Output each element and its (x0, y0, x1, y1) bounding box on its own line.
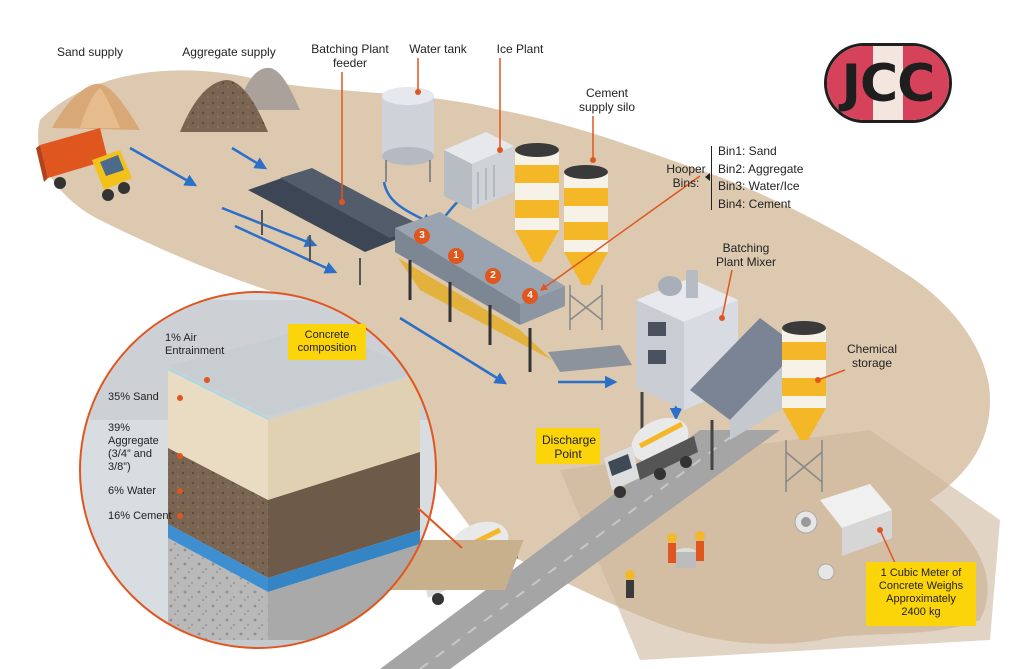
bin-item: Bin3: Water/Ice (718, 179, 800, 193)
label-aggregate-supply: Aggregate supply (182, 45, 276, 59)
hopper-bins-icon (395, 212, 565, 372)
composition-sand-label: 35% Sand (108, 391, 159, 403)
leader-dots (339, 89, 883, 533)
aggregate-pile-icon (180, 67, 300, 132)
chemical-silo-icon (782, 321, 826, 492)
layer-aggregate (168, 448, 268, 578)
label-sand-supply: Sand supply (56, 45, 124, 59)
ice-plant-icon (444, 132, 514, 210)
layer-sand (168, 370, 268, 500)
layer-cement (168, 538, 268, 648)
layer-water (168, 524, 268, 592)
composition-dots (177, 377, 210, 519)
composition-water-label: 6% Water (108, 485, 156, 497)
bins-list: Bin1: Sand Bin2: Aggregate Bin3: Water/I… (718, 143, 803, 213)
mixer-truck-icon (604, 417, 698, 498)
leader-lines (341, 58, 896, 564)
mixer-building-icon (636, 270, 800, 470)
bin-badge-4: 4 (522, 288, 538, 304)
sand-pile-icon (52, 83, 140, 130)
concrete-pipes-icon (794, 484, 892, 581)
road (380, 430, 780, 669)
bins-caret (705, 173, 710, 181)
dump-truck-icon (36, 128, 132, 201)
bin-item: Bin4: Cement (718, 196, 791, 211)
jcc-logo-text: JCC (841, 54, 936, 114)
conveyor-belt-icon (248, 168, 420, 285)
discharge-chute (548, 345, 632, 372)
bin-badge-2: 2 (485, 268, 501, 284)
cement-silo-icon (515, 143, 608, 330)
label-water-tank: Water tank (409, 42, 467, 56)
composition-cement-label: 16% Cement (108, 510, 172, 522)
worker-icon (385, 531, 705, 598)
concrete-sample-icon (676, 548, 696, 568)
bin-badge-1: 1 (448, 248, 464, 264)
bin-item: Bin1: Sand (718, 144, 777, 158)
jcc-logo: JCC (824, 43, 952, 123)
label-ice-plant: Ice Plant (496, 42, 544, 56)
water-tank-icon (382, 87, 434, 182)
bin-item: Bin2: Aggregate (718, 161, 804, 176)
bins-bracket (711, 146, 712, 210)
layer-sand-top (168, 368, 268, 420)
bin-badge-3: 3 (414, 228, 430, 244)
